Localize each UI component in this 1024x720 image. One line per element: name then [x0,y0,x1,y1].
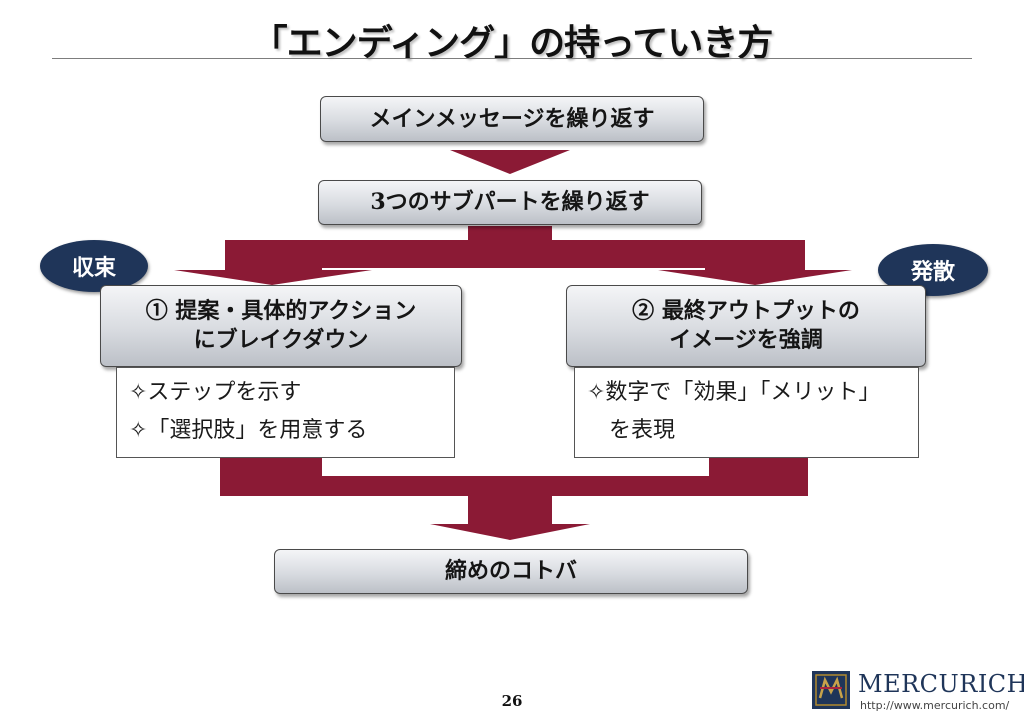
output-image-line2: イメージを強調 [669,327,823,353]
arrow-merge [220,458,808,540]
title-divider [52,58,972,59]
sub-parts-box: 3つのサブパートを繰り返す [318,180,702,225]
sub-parts-text: 3つのサブパートを繰り返す [370,189,650,216]
action-breakdown-line1: ① 提案・具体的アクション [145,298,417,325]
slide-title: 「エンディング」の持っていき方 [251,22,774,64]
brand-url[interactable]: http://www.mercurich.com/ [860,699,1010,712]
mercurich-logo-icon [812,671,850,709]
detail-bullet: ✧数字で「効果」「メリット」 [587,380,881,405]
output-image-line1: ② 最終アウトプットの [632,298,860,325]
brand-name: MERCURICH [858,670,1024,698]
main-message-box: メインメッセージを繰り返す [320,96,704,142]
main-message-text: メインメッセージを繰り返す [369,105,655,132]
detail-bullet: ✧「選択肢」を用意する [129,418,368,443]
arrow-split [174,226,852,285]
detail-bullet: を表現 [587,418,676,443]
page-number: 26 [501,692,523,710]
output-image-box: ② 最終アウトプットの イメージを強調 [566,285,926,367]
closing-words-box: 締めのコトバ [274,549,748,594]
detail-bullet: ✧ステップを示す [129,380,302,405]
action-breakdown-details: ✧ステップを示す ✧「選択肢」を用意する [116,367,455,458]
action-breakdown-line2: にブレイクダウン [193,327,369,353]
arrow-main-to-sub [450,150,570,174]
output-image-details: ✧数字で「効果」「メリット」 を表現 [574,367,919,458]
closing-words-text: 締めのコトバ [444,558,577,585]
action-breakdown-box: ① 提案・具体的アクション にブレイクダウン [100,285,462,367]
convergence-tag: 収束 [40,240,148,292]
